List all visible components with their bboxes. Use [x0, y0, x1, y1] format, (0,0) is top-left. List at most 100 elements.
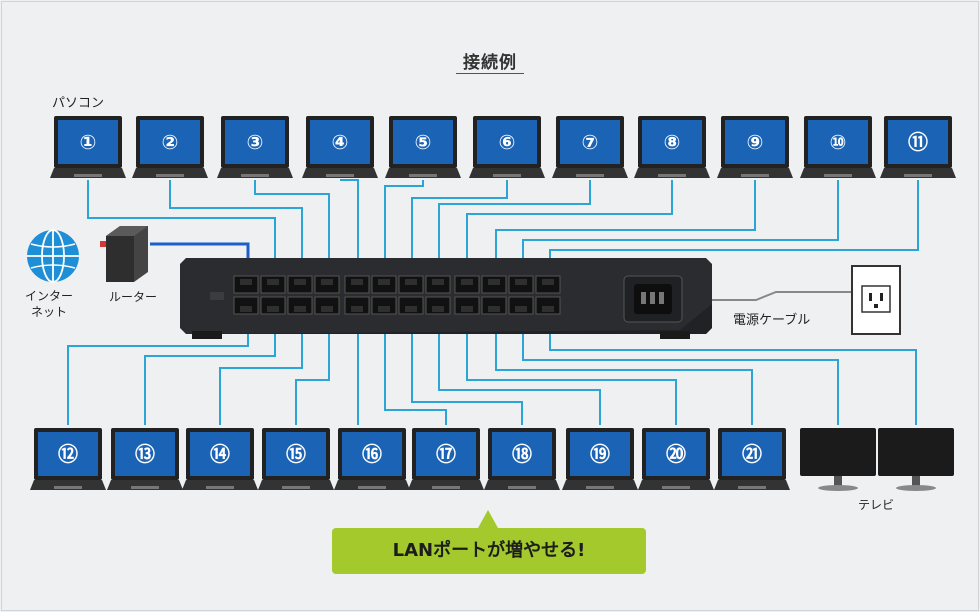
cable-bottom-3	[219, 320, 303, 425]
cable-bottom-2	[144, 320, 276, 425]
laptop-number: ③	[247, 130, 264, 154]
laptop-keyboard	[714, 480, 790, 490]
laptop-icon: ⑭	[182, 428, 258, 490]
port-top-latch	[321, 279, 333, 285]
laptop-number: ⑧	[664, 130, 681, 154]
port-bottom-latch	[405, 306, 417, 312]
laptop-keyboard	[562, 480, 638, 490]
cable-bottom-7	[411, 320, 523, 425]
tv-screen	[800, 428, 876, 476]
laptop-keyboard	[469, 168, 545, 178]
cable-laptop-4	[340, 179, 359, 268]
laptop-keyboard	[334, 480, 410, 490]
laptop-icon: ⑥	[469, 116, 545, 178]
laptop-icon: ⑳	[638, 428, 714, 490]
laptop-screen	[642, 120, 702, 164]
port-top-latch	[515, 279, 527, 285]
power-pin	[659, 292, 664, 304]
laptop-keyboard	[717, 168, 793, 178]
laptop-icon: ⑬	[107, 428, 183, 490]
port-top-latch	[294, 279, 306, 285]
laptop-screen	[722, 432, 782, 476]
laptop-number: ⑰	[436, 442, 456, 466]
cable-laptop-7	[438, 180, 591, 268]
laptop-number: ⑪	[908, 130, 928, 154]
tv-base	[896, 485, 936, 491]
power-pin	[650, 292, 655, 304]
port-top-latch	[488, 279, 500, 285]
laptop-trackpad	[904, 174, 932, 177]
laptop-screen	[38, 432, 98, 476]
laptop-number: ⑤	[415, 130, 432, 154]
laptop-number: ⑯	[362, 442, 382, 466]
outlet-ground	[874, 304, 878, 308]
laptop-icon: ③	[217, 116, 293, 178]
laptop-number: ⑮	[286, 442, 306, 466]
laptop-screen	[140, 120, 200, 164]
port-bottom-latch	[321, 306, 333, 312]
laptop-trackpad	[741, 174, 769, 177]
pc-label: パソコン	[52, 96, 105, 111]
laptop-screen	[477, 120, 537, 164]
power-pin	[641, 292, 646, 304]
laptop-icon: ⑧	[634, 116, 710, 178]
port-bottom-latch	[432, 306, 444, 312]
outlet-slot	[880, 293, 883, 301]
port-top-latch	[378, 279, 390, 285]
laptop-keyboard	[182, 480, 258, 490]
cable-laptop-9	[495, 180, 756, 268]
port-bottom-latch	[542, 306, 554, 312]
port-top-latch	[240, 279, 252, 285]
cable-laptop-8	[466, 180, 673, 268]
laptop-keyboard	[302, 168, 378, 178]
laptop-number: ⑫	[58, 442, 78, 466]
router-label: ルーター	[108, 290, 157, 304]
cable-bottom-11	[522, 320, 839, 425]
laptop-icon: ⑤	[385, 116, 461, 178]
port-bottom-latch	[351, 306, 363, 312]
laptop-number: ⑨	[747, 130, 764, 154]
tv-icon	[800, 428, 876, 491]
internet-label-text: インター ネット	[24, 289, 73, 319]
laptop-keyboard	[258, 480, 334, 490]
laptop-trackpad	[206, 486, 234, 489]
port-bottom-latch	[488, 306, 500, 312]
laptop-keyboard	[217, 168, 293, 178]
laptop-trackpad	[74, 174, 102, 177]
laptop-screen	[393, 120, 453, 164]
switch-foot-right	[660, 331, 690, 339]
laptop-screen	[225, 120, 285, 164]
router-port-light	[100, 241, 106, 247]
laptop-keyboard	[800, 168, 876, 178]
laptop-icon: ②	[132, 116, 208, 178]
laptop-keyboard	[638, 480, 714, 490]
port-bottom-latch	[378, 306, 390, 312]
laptop-trackpad	[508, 486, 536, 489]
laptop-trackpad	[586, 486, 614, 489]
laptop-screen	[266, 432, 326, 476]
laptop-number: ⑲	[590, 442, 610, 466]
laptop-number: ⑳	[666, 442, 686, 466]
cable-bottom-4	[295, 320, 330, 425]
laptop-trackpad	[409, 174, 437, 177]
power-cable	[680, 291, 852, 301]
laptop-icon: ⑮	[258, 428, 334, 490]
laptop-keyboard	[408, 480, 484, 490]
router-top	[106, 226, 148, 236]
callout-pointer	[478, 510, 498, 528]
laptop-number: ㉑	[742, 442, 762, 466]
laptop-trackpad	[282, 486, 310, 489]
laptop-icon: ⑨	[717, 116, 793, 178]
laptop-number: ⑩	[830, 130, 847, 154]
laptop-screen	[570, 432, 630, 476]
switch-body	[180, 258, 712, 334]
laptop-trackpad	[54, 486, 82, 489]
laptop-trackpad	[241, 174, 269, 177]
laptop-trackpad	[432, 486, 460, 489]
port-bottom-latch	[240, 306, 252, 312]
laptop-trackpad	[156, 174, 184, 177]
laptop-screen	[725, 120, 785, 164]
laptop-keyboard	[880, 168, 956, 178]
outlet-face	[861, 285, 891, 313]
laptop-icon: ⑩	[800, 116, 876, 178]
